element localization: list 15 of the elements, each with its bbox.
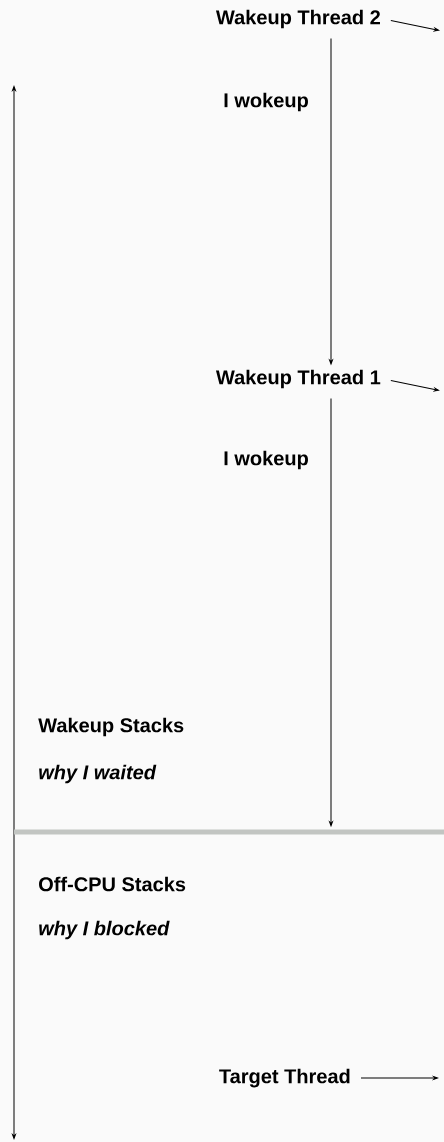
thread-label: Target Thread — [219, 1068, 350, 1088]
arrow — [329, 38, 333, 365]
thread-label: Wakeup Thread 2 — [215, 9, 380, 29]
subtitle: why I waited — [39, 764, 157, 784]
divider-bar — [14, 829, 444, 835]
edge-label: I wokeup — [222, 91, 310, 113]
section-heading: Off-CPU Stacks — [39, 876, 186, 892]
section-heading: Wakeup Stacks — [38, 717, 184, 737]
arrow — [390, 380, 440, 392]
thread-label: Wakeup Thread 1 — [215, 369, 381, 389]
arrow — [360, 1076, 438, 1080]
edge-label: I wokeup — [222, 449, 310, 471]
arrow — [390, 20, 440, 32]
arrow — [329, 398, 333, 827]
subtitle: why I blocked — [39, 920, 170, 940]
